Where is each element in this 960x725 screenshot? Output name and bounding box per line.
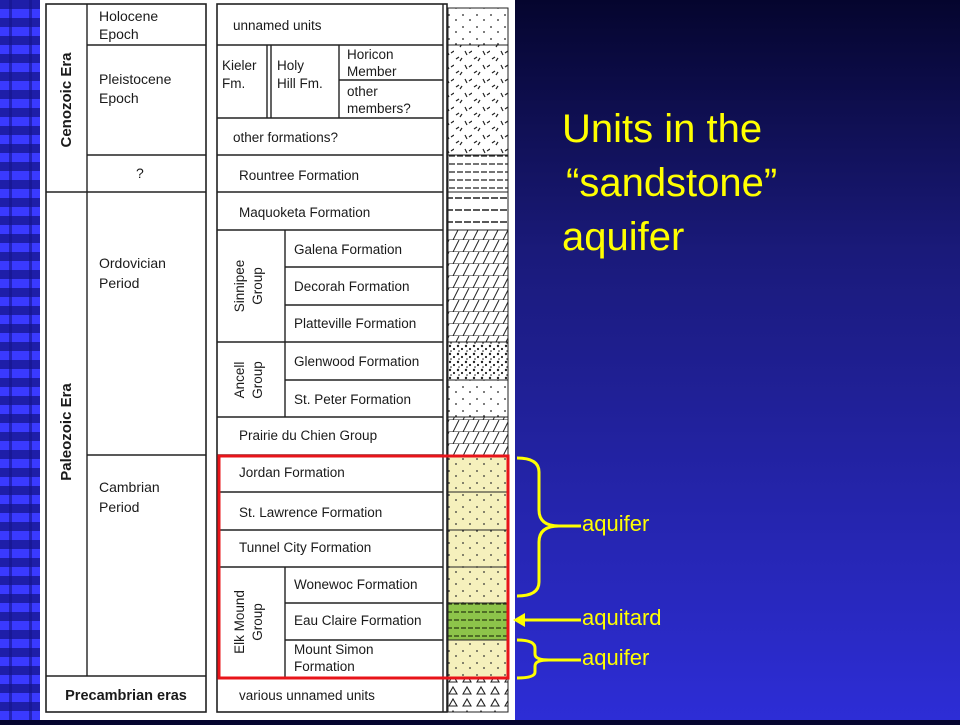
- rountree-formation-label: Rountree Formation: [239, 168, 359, 183]
- precambrian-label: Precambrian eras: [65, 688, 187, 704]
- slide-title-line-1: Units in the: [562, 107, 763, 151]
- unknown-period-label: ?: [136, 165, 144, 181]
- platteville-formation-label: Platteville Formation: [294, 316, 416, 331]
- wonewoc-formation-label: Wonewoc Formation: [294, 577, 418, 592]
- lower-aquifer-label: aquifer: [582, 645, 650, 670]
- upper-aquifer-lithology: [447, 454, 509, 604]
- cenozoic-era-label: Cenozoic Era: [58, 52, 75, 148]
- galena-formation-label: Galena Formation: [294, 242, 402, 257]
- highlight-box: [217, 454, 510, 680]
- jordan-formation-label: Jordan Formation: [239, 465, 345, 480]
- other-formations-label: other formations?: [233, 130, 338, 145]
- slide-title-line-3: aquifer: [562, 215, 685, 259]
- decorah-formation-label: Decorah Formation: [294, 279, 410, 294]
- unnamed-units-label: unnamed units: [233, 18, 322, 33]
- aquitard-label: aquitard: [582, 605, 662, 630]
- rock-unit-frame: [216, 3, 448, 713]
- paleozoic-era-label: Paleozoic Era: [58, 383, 75, 481]
- st-lawrence-formation-label: St. Lawrence Formation: [239, 505, 382, 520]
- prairie-du-chien-label: Prairie du Chien Group: [239, 428, 377, 443]
- various-unnamed-units-label: various unnamed units: [239, 688, 375, 703]
- lower-aquifer-bracket: [516, 638, 550, 680]
- aquitard-lithology: [447, 602, 509, 641]
- stratigraphic-column: Cenozoic Era Paleozoic Era Precambrian e…: [40, 0, 515, 720]
- tunnel-city-formation-label: Tunnel City Formation: [239, 540, 371, 555]
- slide-title-line-2: “sandstone”: [566, 161, 778, 205]
- slide-side-stripes: [0, 0, 40, 720]
- time-scale-frame: [45, 3, 207, 713]
- st-peter-formation-label: St. Peter Formation: [294, 392, 411, 407]
- slide-title: Units in the “sandstone” aquifer: [562, 102, 892, 264]
- eau-claire-formation-label: Eau Claire Formation: [294, 613, 422, 628]
- callout-brackets: [513, 456, 581, 680]
- upper-aquifer-label: aquifer: [582, 511, 650, 536]
- lower-aquifer-lithology: [447, 639, 509, 679]
- upper-aquifer-bracket: [516, 456, 560, 598]
- maquoketa-formation-label: Maquoketa Formation: [239, 205, 370, 220]
- glenwood-formation-label: Glenwood Formation: [294, 354, 419, 369]
